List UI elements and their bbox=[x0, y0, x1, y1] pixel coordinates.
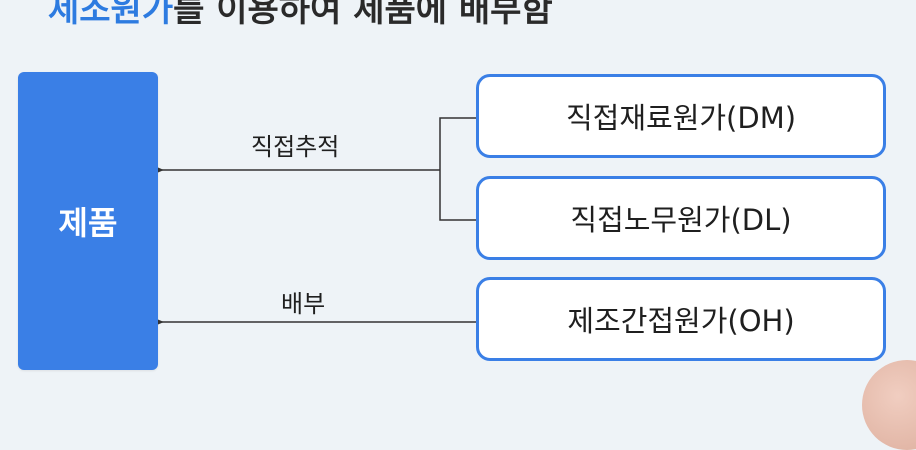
direct-material-label: 직접재료원가(DM) bbox=[565, 101, 797, 135]
direct-labor-label: 직접노무원가(DL) bbox=[570, 203, 792, 237]
page-title-accent: 제조원가 bbox=[48, 0, 174, 30]
direct-labor-box: 직접노무원가(DL) bbox=[476, 176, 886, 260]
direct-material-box: 직접재료원가(DM) bbox=[476, 74, 886, 158]
allocation-label: 배부 bbox=[281, 290, 326, 318]
connector-diagram bbox=[152, 117, 476, 327]
overhead-label: 제조간접원가(OH) bbox=[567, 304, 795, 338]
bracket-connector bbox=[439, 117, 476, 221]
product-label: 제품 bbox=[58, 204, 118, 242]
overhead-box: 제조간접원가(OH) bbox=[476, 277, 886, 361]
page-title: 제조원가를 이용하여 제품에 배부함 bbox=[48, 0, 553, 31]
product-box: 제품 bbox=[18, 72, 158, 370]
trace-label: 직접추적 bbox=[251, 133, 340, 161]
page-title-rest: 를 이용하여 제품에 배부함 bbox=[173, 0, 553, 30]
